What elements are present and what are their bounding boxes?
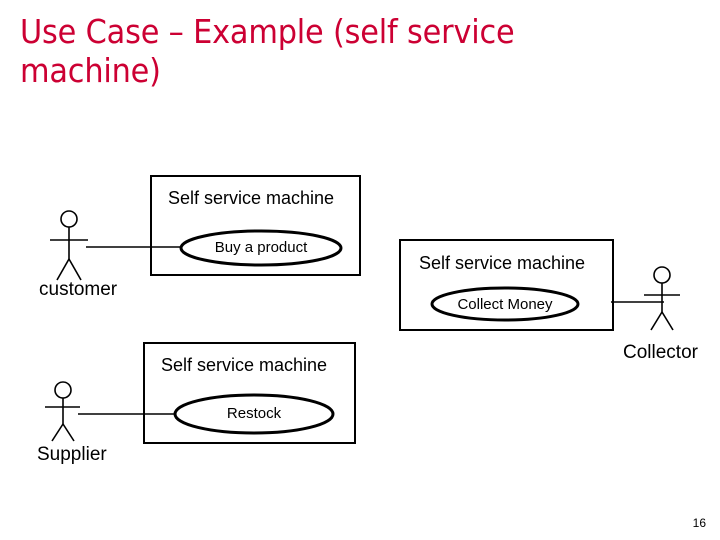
actor-leg-right bbox=[62, 423, 75, 442]
use-case-label-buy-a-product: Buy a product bbox=[214, 239, 308, 256]
system-boundary-label-buy-a-product: Self service machine bbox=[168, 188, 335, 208]
actor-head bbox=[653, 266, 671, 284]
actor-leg-left bbox=[51, 423, 64, 442]
use-case-ellipse bbox=[173, 393, 335, 435]
system-boundary-box bbox=[399, 239, 614, 331]
actor-label-customer: customer bbox=[39, 279, 118, 300]
actor-leg-left bbox=[650, 311, 663, 331]
use-case-label-restock: Restock bbox=[226, 405, 282, 422]
actor-head bbox=[54, 381, 72, 399]
actor-figure-customer bbox=[50, 210, 88, 281]
use-case-group-restock bbox=[45, 342, 356, 444]
actor-label-supplier: Supplier bbox=[37, 444, 107, 465]
actor-figure-supplier bbox=[45, 381, 80, 442]
system-boundary-box bbox=[150, 175, 361, 276]
use-case-ellipse bbox=[430, 286, 580, 322]
actor-head bbox=[60, 210, 78, 228]
use-case-label-collect-money: Collect Money bbox=[457, 296, 553, 313]
actor-leg-right bbox=[661, 311, 674, 331]
actor-leg-right bbox=[68, 258, 82, 281]
actor-leg-left bbox=[56, 258, 70, 281]
page-number: 16 bbox=[692, 516, 706, 530]
use-case-ellipse bbox=[179, 229, 343, 267]
system-boundary-label-collect-money: Self service machine bbox=[419, 253, 586, 273]
system-boundary-box bbox=[143, 342, 356, 444]
actor-figure-collector bbox=[644, 266, 680, 331]
actor-label-collector: Collector bbox=[623, 342, 698, 363]
page-title: Use Case – Example (self service machine… bbox=[20, 12, 515, 90]
use-case-group-buy-a-product bbox=[50, 175, 361, 281]
use-case-group-collect-money bbox=[399, 239, 680, 331]
system-boundary-label-restock: Self service machine bbox=[161, 355, 328, 375]
